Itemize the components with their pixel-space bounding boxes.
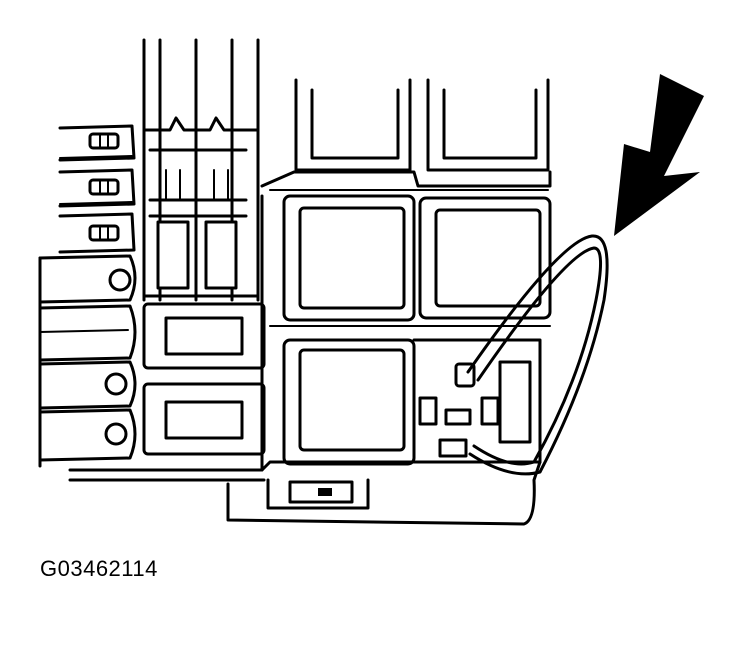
cartridge-fuses [142, 302, 266, 456]
connector-terminals [412, 338, 542, 464]
top-relay-row [260, 78, 552, 191]
middle-relay-row [260, 194, 552, 332]
terminal-block-column [38, 254, 137, 462]
fuse-box-illustration [38, 38, 704, 526]
fuse-box-diagram [38, 38, 704, 526]
pointer-arrow-icon [614, 74, 704, 236]
mini-fuse-column [142, 38, 260, 302]
lower-relay [260, 328, 416, 472]
blade-fuse-column [58, 124, 136, 254]
housing-base [38, 256, 542, 526]
figure-code-caption: G03462114 [40, 556, 158, 581]
